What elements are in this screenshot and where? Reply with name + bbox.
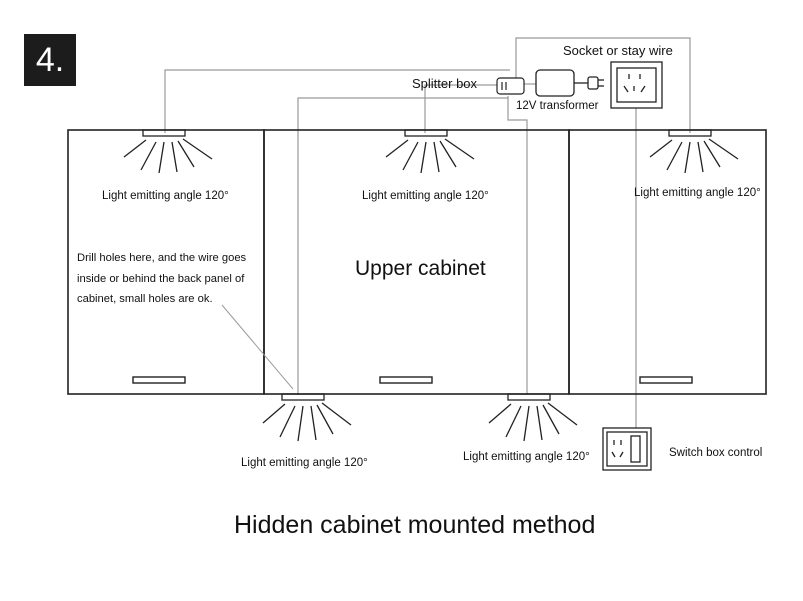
light-fixture <box>507 393 551 401</box>
wire-right-light <box>515 37 691 133</box>
splitter-box-label: Splitter box <box>412 76 478 91</box>
drill-note-line: inside or behind the back panel of <box>77 272 245 285</box>
handle-left <box>132 376 186 384</box>
switch-rocker-icon <box>630 435 641 463</box>
angle-label-bottom-left: Light emitting angle 120° <box>241 457 368 469</box>
upper-cabinet-label: Upper cabinet <box>355 257 486 280</box>
light-top-left <box>123 129 213 174</box>
handle-middle <box>379 376 433 384</box>
diagram-title: Hidden cabinet mounted method <box>234 511 596 539</box>
transformer-body <box>535 69 575 97</box>
step-number-badge: 4. <box>24 34 76 86</box>
drill-note-line: Drill holes here, and the wire goes <box>77 252 247 264</box>
handle-right <box>639 376 693 384</box>
socket-outer <box>610 61 663 109</box>
switch-box <box>602 427 652 471</box>
light-bottom-middle <box>488 393 578 442</box>
light-top-right <box>649 129 739 174</box>
light-fixture <box>281 393 325 401</box>
transformer-label: 12V transformer <box>516 100 599 112</box>
splitter-box <box>496 77 525 95</box>
switch-box-inner <box>606 431 648 467</box>
wire-bottom-left-light <box>297 97 508 395</box>
socket-inner <box>616 67 657 103</box>
drill-note-line: cabinet, small holes are ok. <box>77 293 213 305</box>
wire-left-light <box>164 69 510 133</box>
door-handles <box>132 376 693 384</box>
plug-icon <box>587 76 599 90</box>
light-fixture <box>404 129 448 137</box>
wiring <box>164 37 691 428</box>
switch-box-label: Switch box control <box>669 447 763 459</box>
wall-socket <box>610 61 663 109</box>
angle-label-top-left: Light emitting angle 120° <box>102 190 229 202</box>
transformer <box>535 69 604 97</box>
drill-note-leader <box>221 304 294 390</box>
light-top-middle <box>385 129 475 174</box>
angle-label-top-middle: Light emitting angle 120° <box>362 190 489 202</box>
light-fixture <box>142 129 186 137</box>
socket-label: Socket or stay wire <box>563 43 673 58</box>
light-bottom-left <box>262 393 352 442</box>
cabinet-right <box>568 129 767 395</box>
angle-label-top-right: Light emitting angle 120° <box>634 187 761 199</box>
wire-bottom-middle-light <box>507 96 528 395</box>
drill-note: Drill holes here, and the wire goes insi… <box>77 248 277 310</box>
switch-box-outer <box>602 427 652 471</box>
light-fixture <box>668 129 712 137</box>
wire-middle-light <box>424 84 510 133</box>
angle-label-bottom-middle: Light emitting angle 120° <box>463 451 590 463</box>
